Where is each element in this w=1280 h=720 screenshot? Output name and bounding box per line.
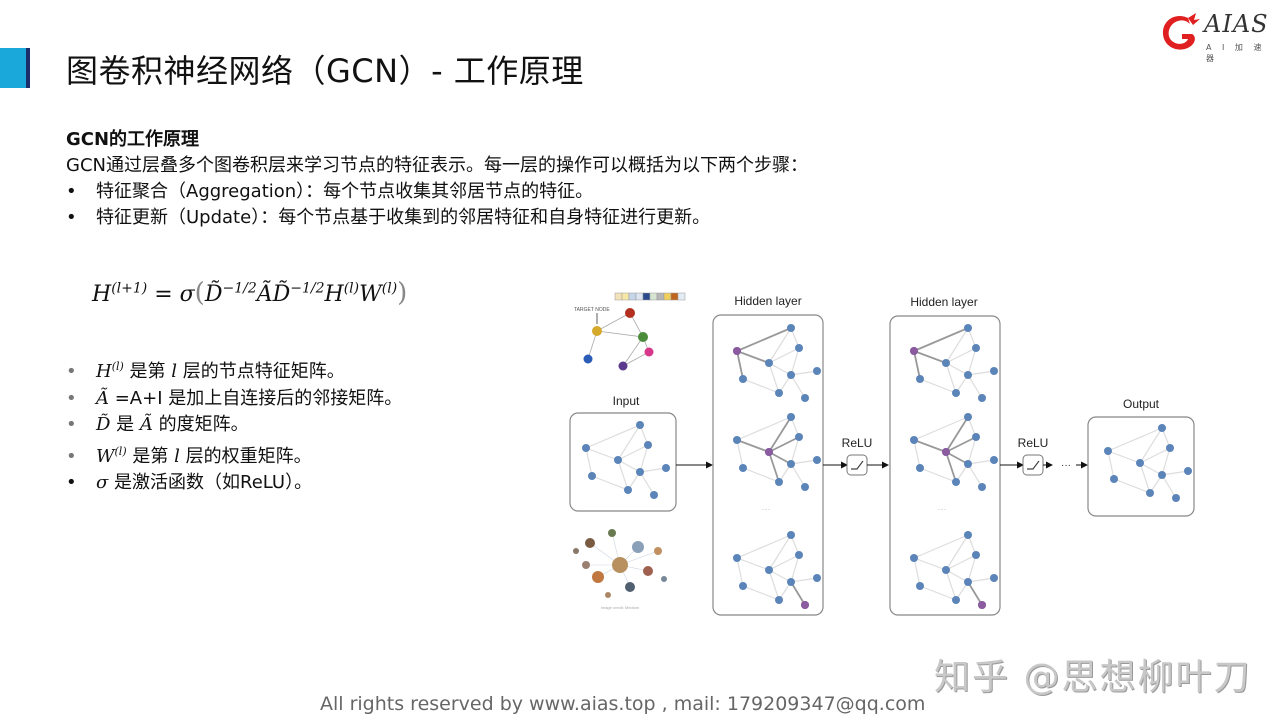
gcn-diagram: TARGET NODE Input Hidden layer: [560, 280, 1210, 620]
bullet-text: 特征更新（Update）：每个节点基于收集到的邻居特征和自身特征进行更新。: [96, 207, 711, 228]
def-symbol: D̃: [96, 414, 111, 435]
formula-paren-open: (: [194, 278, 205, 308]
input-label: Input: [613, 394, 640, 408]
def-symbol: σ: [96, 472, 109, 493]
formula-sup: −1/2: [290, 280, 325, 297]
input-box: [569, 412, 677, 512]
formula-sup: (l): [381, 280, 398, 297]
page-title: 图卷积神经网络（GCN）- 工作原理: [66, 52, 584, 90]
relu-2-icon: [1022, 454, 1044, 476]
formula-w: W: [359, 282, 382, 307]
formula-paren-close: ): [397, 278, 408, 308]
intro-section: GCN的工作原理 GCN通过层叠多个图卷积层来学习节点的特征表示。每一层的操作可…: [66, 127, 808, 231]
svg-text:···: ···: [938, 504, 947, 514]
bullet-dot: •: [66, 472, 77, 493]
relu-2-label: ReLU: [1018, 436, 1049, 450]
dragon-logo-icon: [1162, 13, 1200, 50]
definition-item: • Ã =A+I 是加上自连接后的邻接矩阵。: [66, 386, 402, 413]
bullet-dot: •: [66, 414, 77, 435]
svg-text:···: ···: [762, 504, 771, 514]
bullet-dot: •: [66, 387, 77, 409]
definitions-list: •H(l) 是第 l 层的节点特征矩阵。 •Ã =A+I 是加上自连接后的邻接矩…: [66, 354, 402, 497]
def-symbol: W: [96, 445, 115, 467]
target-node-graph: TARGET NODE: [574, 292, 686, 371]
def-text: 是第: [123, 361, 172, 382]
definition-item: • σ 是激活函数（如ReLU）。: [66, 470, 402, 497]
formula-sup: (l+1): [111, 280, 148, 297]
formula-sup: (l): [343, 280, 360, 297]
formula-d: D̃: [204, 282, 223, 307]
def-sup: (l): [111, 360, 124, 373]
def-symbol: Ã: [96, 387, 109, 409]
def-var: l: [171, 361, 178, 382]
section-heading: GCN的工作原理: [66, 129, 200, 150]
title-accent-bar: [0, 48, 30, 88]
def-text: 层的权重矩阵。: [179, 445, 312, 467]
gcn-formula: H(l+1) = σ(D̃−1/2ÃD̃−1/2H(l)W(l)): [92, 278, 407, 308]
hidden-layer-1-label: Hidden layer: [734, 294, 801, 308]
formula-ad: ÃD̃: [256, 282, 291, 307]
svg-text:TARGET NODE: TARGET NODE: [574, 307, 610, 313]
zhihu-watermark: 知乎 @思想柳叶刀: [934, 657, 1252, 698]
definition-item: • H(l) 是第 l 层的节点特征矩阵。: [66, 354, 402, 386]
footer-copyright: All rights reserved by www.aias.top , ma…: [320, 693, 926, 715]
bullet-dot: •: [66, 361, 77, 382]
def-text: 是第: [126, 445, 175, 467]
aias-logo: AIAS A I 加 速 器: [1158, 8, 1273, 63]
svg-text:Image credit: Medium: Image credit: Medium: [601, 605, 640, 610]
bullet-dot: •: [66, 207, 77, 228]
definition-item: • D̃ 是 Ã 的度矩阵。: [66, 412, 402, 439]
hidden-layer-2-label: Hidden layer: [910, 295, 977, 309]
social-network-image: Image credit: Medium: [573, 529, 667, 610]
formula-sup: −1/2: [222, 280, 257, 297]
def-var: l: [174, 445, 180, 467]
bullet-aggregation: • 特征聚合（Aggregation）：每个节点收集其邻居节点的特征。: [66, 179, 808, 205]
def-symbol: H: [96, 361, 112, 382]
intro-paragraph: GCN通过层叠多个图卷积层来学习节点的特征表示。每一层的操作可以概括为以下两个步…: [66, 155, 808, 176]
formula-sigma: = σ: [147, 282, 195, 307]
def-var: Ã: [139, 414, 153, 435]
def-sup: (l): [114, 444, 127, 458]
bullet-dot: •: [66, 181, 77, 202]
output-label: Output: [1123, 397, 1160, 411]
logo-subtitle: A I 加 速 器: [1206, 43, 1266, 63]
formula-h-l: H: [324, 282, 344, 307]
svg-text:···: ···: [1061, 460, 1071, 471]
bullet-update: • 特征更新（Update）：每个节点基于收集到的邻居特征和自身特征进行更新。: [66, 205, 808, 231]
relu-1-icon: [846, 454, 868, 476]
title-accent-edge: [26, 48, 30, 88]
formula-h: H: [92, 282, 112, 307]
def-text: 是激活函数（如ReLU）。: [108, 472, 313, 493]
definition-item: • W(l) 是第 l 层的权重矩阵。: [66, 439, 402, 471]
def-text: 层的节点特征矩阵。: [177, 361, 345, 382]
relu-1-label: ReLU: [842, 436, 873, 450]
logo-brand-text: AIAS: [1204, 10, 1269, 38]
def-text: 的度矩阵。: [152, 414, 249, 435]
def-text: 是: [110, 414, 140, 435]
bullet-dot: •: [66, 445, 77, 467]
def-text: =A+I 是加上自连接后的邻接矩阵。: [109, 387, 403, 409]
bullet-text: 特征聚合（Aggregation）：每个节点收集其邻居节点的特征。: [96, 181, 594, 202]
